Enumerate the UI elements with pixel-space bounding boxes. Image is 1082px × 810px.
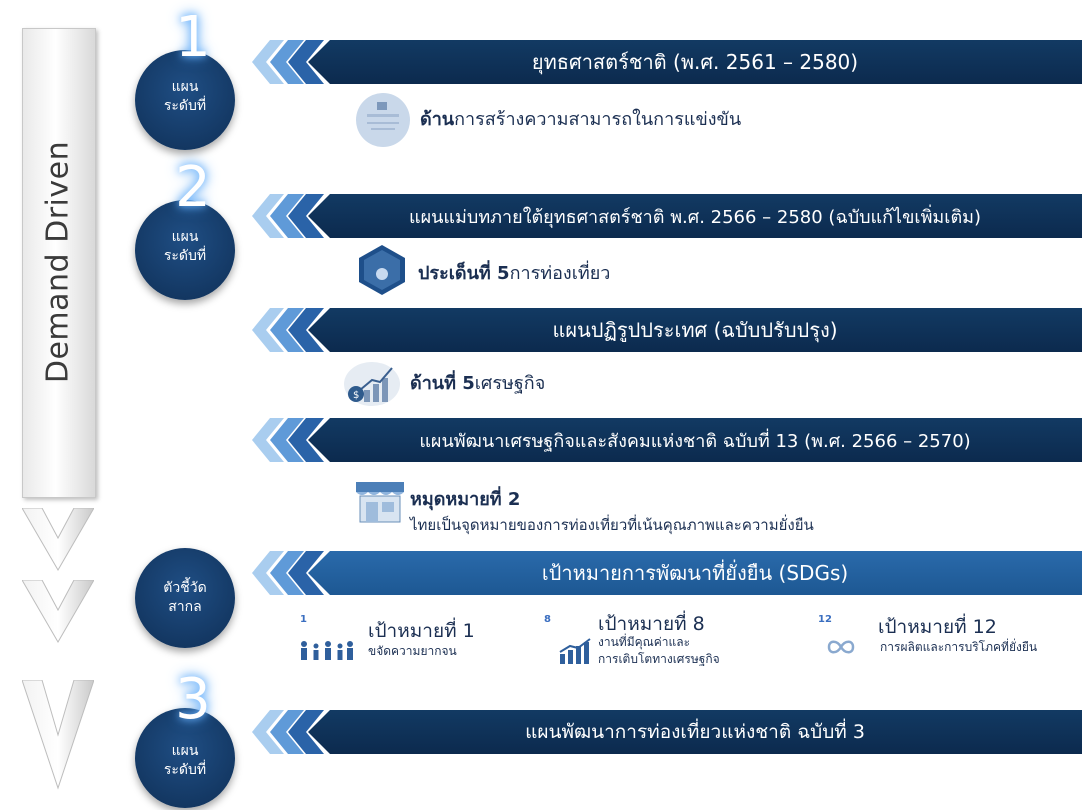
chevron-down-icon [22,580,94,643]
level-1-circle: แผน ระดับที่ [135,50,235,150]
competitiveness-icon [356,93,410,147]
economy-money-chart-icon: $ [344,362,400,406]
reform-item: ด้านที่ 5 เศรษฐกิจ [410,368,545,397]
sdg-1-title: เป้าหมายที่ 1 [368,620,475,642]
sdg-8-title: เป้าหมายที่ 8 [598,613,705,635]
level-3-banner: แผนพัฒนาการท่องเที่ยวแห่งชาติ ฉบับที่ 3 [308,710,1082,754]
circle-label-line2: ระดับที่ [163,98,207,114]
level-1-item: ด้านการสร้างความสามารถในการแข่งขัน [420,104,741,133]
level-2-number: 2 [175,155,211,220]
level-3-number: 3 [175,667,211,732]
nesdp-item-sub: ไทยเป็นจุดหมายของการท่องเที่ยวที่เน้นคุณ… [410,516,814,534]
level-3-circle: แผน ระดับที่ [135,708,235,808]
demand-driven-banner [22,28,96,498]
people-family-icon [301,641,353,660]
double-chevron-left-icon [252,418,324,462]
circle-label-line2: ระดับที่ [163,762,207,778]
nesdp-banner: แผนพัฒนาเศรษฐกิจและสังคมแห่งชาติ ฉบับที่… [308,418,1082,462]
nesdp-item: หมุดหมายที่ 2 [410,484,520,513]
double-chevron-left-icon [252,710,324,754]
double-chevron-left-icon [252,308,324,352]
circle-label-line2: ระดับที่ [163,248,207,264]
circle-label-line1: แผน [171,743,199,759]
circle-label-line1: ตัวชี้วัด [163,580,207,596]
sdgs-banner: เป้าหมายการพัฒนาที่ยั่งยืน (SDGs) [308,551,1082,595]
nesdp-item-bold: หมุดหมายที่ 2 [410,489,521,510]
svg-text:$: $ [353,390,359,401]
sdg-8-desc-line2: การเติบโตทางเศรษฐกิจ [598,652,720,666]
level-1-item-bold: ด้าน [420,109,455,130]
chevron-down-icon [22,508,94,571]
sdg-12-icon-number: 12 [818,614,832,625]
tourism-hexagon-icon [359,245,405,295]
level-2-item-text: การท่องเที่ยว [509,263,611,284]
demand-driven-label: Demand Driven [40,140,76,384]
level-2-circle: แผน ระดับที่ [135,200,235,300]
level-2-item: ประเด็นที่ 5 การท่องเที่ยว [418,258,610,287]
level-2-banner: แผนแม่บทภายใต้ยุทธศาสตร์ชาติ พ.ศ. 2566 –… [308,194,1082,238]
sdg-12-desc: การผลิตและการบริโภคที่ยั่งยืน [880,640,1038,654]
storefront-icon [356,482,404,523]
sdg-8-desc-line1: งานที่มีคุณค่าและ [598,635,691,649]
circle-label-line2: สากล [168,599,202,615]
level-1-item-text: การสร้างความสามารถในการแข่งขัน [454,109,742,130]
infinity-icon [827,640,855,654]
chevron-down-icon [22,680,94,790]
sdg-1-desc: ขจัดความยากจน [368,644,457,658]
reform-item-text: เศรษฐกิจ [474,373,546,394]
level-2-item-bold: ประเด็นที่ 5 [418,263,510,284]
double-chevron-left-icon [252,551,324,595]
double-chevron-left-icon [252,40,324,84]
circle-label-line1: แผน [171,79,199,95]
sdg-12-title: เป้าหมายที่ 12 [878,616,997,638]
reform-item-bold: ด้านที่ 5 [410,373,475,394]
sdgs-circle: ตัวชี้วัด สากล [135,548,235,648]
sdg-1-icon-number: 1 [300,614,307,625]
reform-banner: แผนปฏิรูปประเทศ (ฉบับปรับปรุง) [308,308,1082,352]
level-1-banner: ยุทธศาสตร์ชาติ (พ.ศ. 2561 – 2580) [308,40,1082,84]
double-chevron-left-icon [252,194,324,238]
circle-label-line1: แผน [171,229,199,245]
level-1-number: 1 [175,5,211,70]
growth-chart-icon [559,638,591,664]
sdg-8-icon-number: 8 [544,614,551,625]
